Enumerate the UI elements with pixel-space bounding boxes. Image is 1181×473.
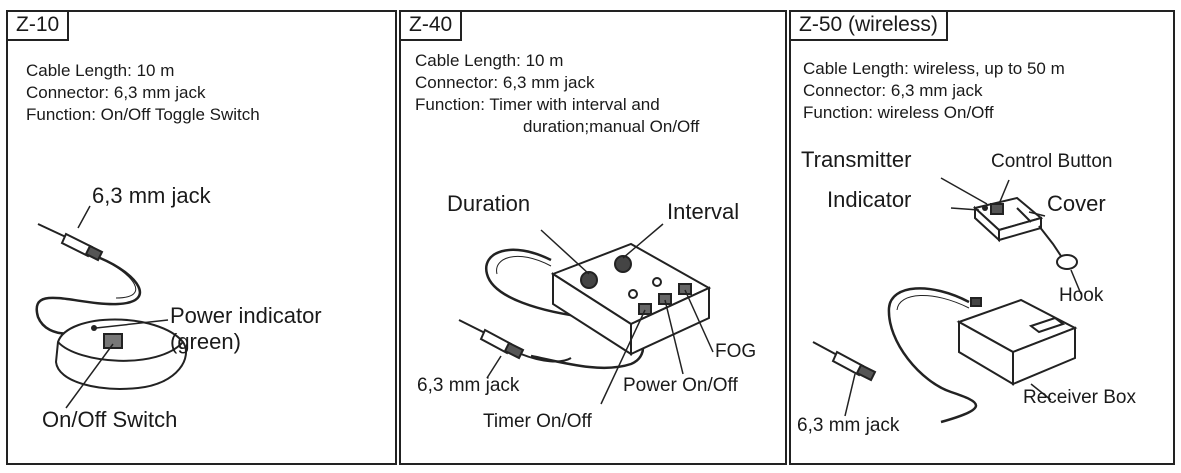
- label-cover: Cover: [1047, 191, 1106, 216]
- label-jack: 6,3 mm jack: [92, 183, 211, 208]
- panel-z50: Z-50 (wireless) Cable Length: wireless, …: [789, 10, 1175, 465]
- label-power-indicator: Power indicator: [170, 303, 322, 328]
- spec-connector: Connector: 6,3 mm jack: [415, 73, 595, 92]
- spec-function: Function: wireless On/Off: [803, 103, 994, 122]
- label-fog: FOG: [715, 341, 757, 362]
- z40-timer-illustration: [458, 223, 714, 405]
- z10-remote-illustration: [35, 205, 187, 409]
- model-title: Z-50 (wireless): [791, 12, 948, 41]
- spec-function-cont: duration;manual On/Off: [523, 117, 700, 136]
- model-title: Z-40: [401, 12, 463, 41]
- panel-z40: Z-40 Cable Length: 10 m Connector: 6,3 m…: [399, 10, 787, 465]
- label-indicator: Indicator: [827, 187, 912, 212]
- label-interval: Interval: [667, 199, 740, 224]
- label-jack: 6,3 mm jack: [417, 375, 520, 396]
- label-timer-on-off: Timer On/Off: [483, 411, 592, 432]
- spec-connector: Connector: 6,3 mm jack: [26, 83, 206, 102]
- label-hook: Hook: [1059, 285, 1104, 306]
- label-duration: Duration: [447, 191, 531, 216]
- label-indicator-color: (green): [170, 329, 241, 354]
- spec-function: Function: On/Off Toggle Switch: [26, 105, 260, 124]
- spec-connector: Connector: 6,3 mm jack: [803, 81, 983, 100]
- spec-cable-length: Cable Length: wireless, up to 50 m: [803, 59, 1065, 78]
- z50-wireless-illustration: [812, 177, 1082, 424]
- model-title: Z-10: [8, 12, 70, 41]
- label-jack: 6,3 mm jack: [797, 415, 900, 436]
- label-on-off-switch: On/Off Switch: [42, 407, 178, 432]
- label-control-button: Control Button: [991, 151, 1113, 172]
- label-transmitter: Transmitter: [801, 147, 912, 172]
- spec-cable-length: Cable Length: 10 m: [415, 51, 564, 70]
- spec-function: Function: Timer with interval and: [415, 95, 660, 114]
- panel-z10: Z-10 Cable Length: 10 m Connector: 6,3 m…: [6, 10, 397, 465]
- label-power-on-off: Power On/Off: [623, 375, 738, 396]
- spec-cable-length: Cable Length: 10 m: [26, 61, 175, 80]
- label-receiver-box: Receiver Box: [1023, 387, 1136, 408]
